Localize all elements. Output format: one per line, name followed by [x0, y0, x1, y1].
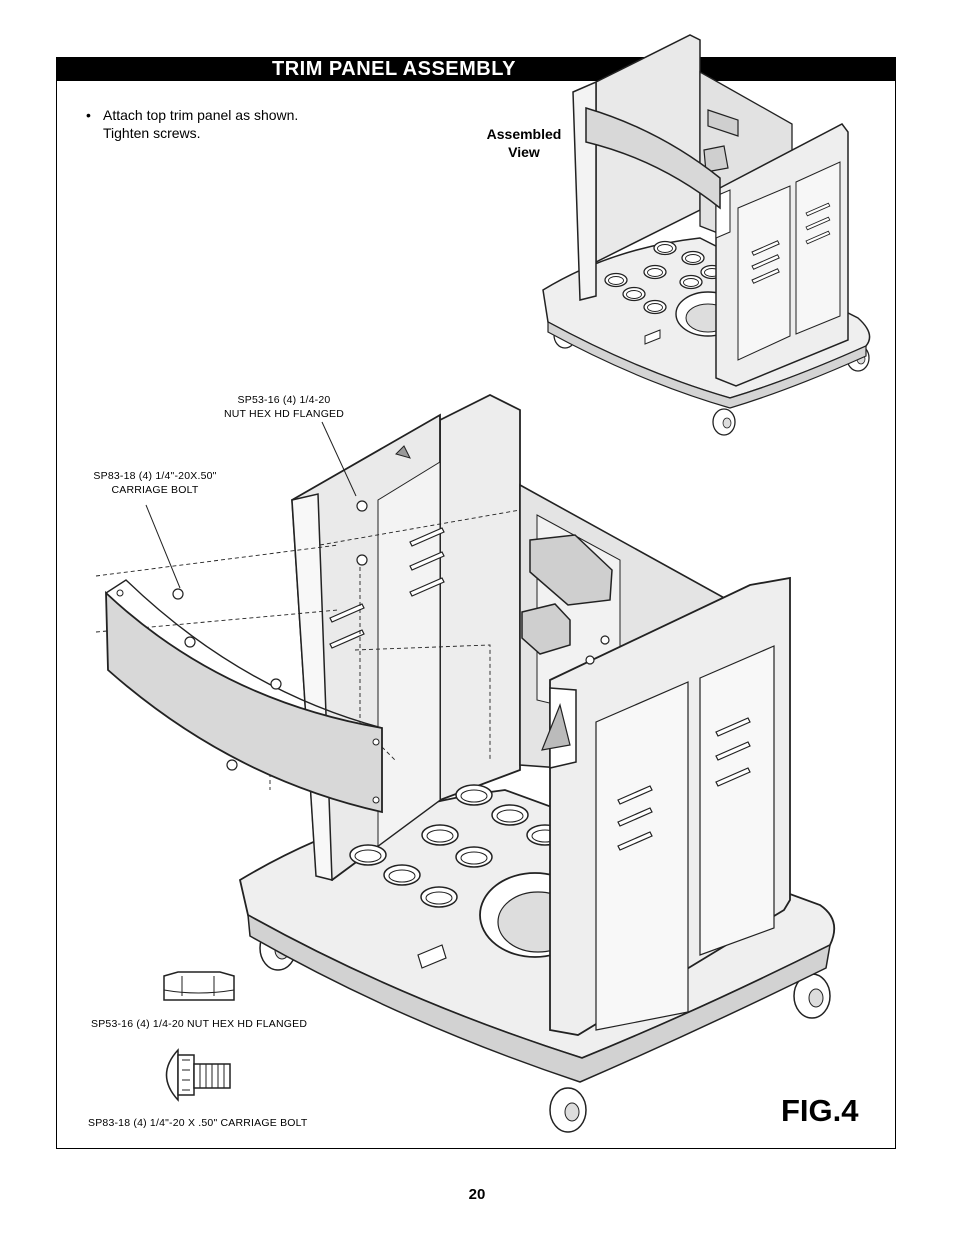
figure-label: FIG.4 [781, 1093, 859, 1128]
instruction-line-1: Attach top trim panel as shown. [103, 107, 299, 123]
bullet: • [86, 107, 91, 123]
bolt-callout-line-2: CARRIAGE BOLT [111, 484, 199, 496]
page-title: TRIM PANEL ASSEMBLY [272, 58, 516, 80]
assembled-view-drawing [542, 34, 871, 436]
bolt-callout-line-1: SP83-18 (4) 1/4"-20X.50" [93, 470, 217, 482]
nut-callout-line-2: NUT HEX HD FLANGED [223, 408, 345, 420]
nut-callout: SP53-16 (4) 1/4-20 NUT HEX HD FLANGED [222, 393, 346, 421]
title-bar [56, 57, 896, 81]
nut-part-caption: SP53-16 (4) 1/4-20 NUT HEX HD FLANGED [91, 1018, 308, 1030]
assembled-view-label-line-2: View [508, 144, 540, 160]
nut-callout-line-1: SP53-16 (4) 1/4-20 [237, 394, 331, 406]
assembled-view-label-line-1: Assembled [486, 126, 562, 142]
exploded-view-drawing [95, 393, 836, 1133]
instruction-line-2: Tighten screws. [103, 125, 201, 141]
carriage-bolt-icon [165, 1048, 231, 1102]
bolt-callout: SP83-18 (4) 1/4"-20X.50" CARRIAGE BOLT [88, 469, 222, 497]
bolt-part-caption: SP83-18 (4) 1/4"-20 X .50" CARRIAGE BOLT [88, 1117, 308, 1129]
hex-nut-icon [163, 971, 235, 1001]
assembled-view-label: Assembled View [478, 125, 570, 161]
page-number: 20 [468, 1186, 486, 1203]
